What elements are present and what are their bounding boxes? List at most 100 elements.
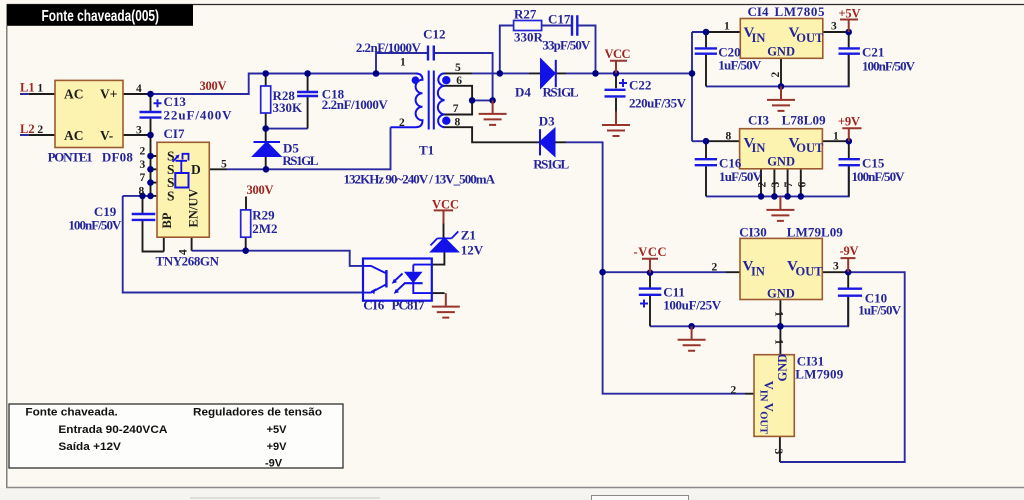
svg-text:2: 2 — [731, 385, 737, 397]
svg-text:Z1: Z1 — [461, 228, 476, 243]
svg-text:RS1GL: RS1GL — [533, 157, 569, 172]
svg-text:D: D — [191, 162, 201, 177]
svg-text:C18: C18 — [322, 87, 345, 102]
svg-text:8: 8 — [726, 131, 732, 143]
svg-text:6: 6 — [456, 75, 462, 87]
svg-text:AC: AC — [64, 87, 84, 102]
svg-text:100nF/50V: 100nF/50V — [862, 59, 916, 74]
svg-text:Saída +12V: Saída +12V — [58, 441, 121, 453]
svg-text:2: 2 — [399, 117, 405, 129]
svg-text:GND: GND — [767, 155, 795, 169]
svg-text:100nF/50V: 100nF/50V — [852, 169, 906, 184]
svg-text:RS1GL: RS1GL — [282, 153, 318, 168]
svg-text:4: 4 — [178, 249, 190, 255]
svg-text:C10: C10 — [865, 290, 887, 305]
svg-text:OUT: OUT — [796, 31, 824, 45]
svg-text:V: V — [744, 136, 755, 152]
svg-text:GND: GND — [767, 287, 795, 301]
svg-text:GND: GND — [767, 45, 795, 59]
svg-text:LM7805: LM7805 — [775, 4, 826, 19]
svg-text:2M2: 2M2 — [252, 221, 277, 236]
svg-text:3: 3 — [136, 125, 142, 137]
svg-text:EN/UV: EN/UV — [187, 189, 201, 228]
svg-text:4: 4 — [136, 83, 142, 95]
svg-text:8: 8 — [455, 116, 461, 128]
svg-text:+9V: +9V — [838, 114, 860, 128]
svg-text:Fonte chaveada(005): Fonte chaveada(005) — [42, 8, 160, 25]
svg-text:3: 3 — [772, 449, 784, 455]
svg-text:CI6: CI6 — [363, 298, 384, 313]
svg-text:2: 2 — [757, 182, 769, 188]
svg-text:RS1GL: RS1GL — [543, 85, 579, 100]
svg-text:12V: 12V — [461, 243, 484, 258]
svg-text:300V: 300V — [200, 79, 227, 93]
svg-text:3: 3 — [140, 159, 146, 171]
svg-text:-9V: -9V — [840, 244, 859, 258]
svg-text:1: 1 — [773, 311, 785, 317]
svg-text:S: S — [167, 162, 175, 177]
svg-text:CI31: CI31 — [797, 353, 824, 368]
svg-text:OUT: OUT — [758, 411, 769, 434]
svg-text:1uF/50V: 1uF/50V — [719, 169, 763, 184]
svg-text:5: 5 — [455, 62, 461, 74]
svg-text:V: V — [789, 25, 800, 41]
svg-text:2.2nF/1000V: 2.2nF/1000V — [356, 40, 422, 55]
svg-text:OUT: OUT — [796, 264, 824, 278]
svg-text:100uF/25V: 100uF/25V — [663, 298, 722, 313]
svg-text:C19: C19 — [94, 204, 117, 219]
svg-text:1: 1 — [724, 21, 730, 33]
svg-text:BP: BP — [160, 212, 174, 228]
svg-text:IN: IN — [758, 390, 769, 402]
svg-text:AC: AC — [64, 128, 84, 143]
svg-text:V: V — [744, 25, 755, 41]
svg-text:PONTE1: PONTE1 — [48, 149, 93, 164]
svg-text:Fonte chaveada.: Fonte chaveada. — [25, 407, 117, 419]
svg-text:V-: V- — [100, 128, 113, 143]
svg-text:100nF/50V: 100nF/50V — [68, 217, 122, 232]
svg-text:8: 8 — [139, 185, 145, 197]
svg-text:R27: R27 — [514, 6, 537, 21]
svg-text:Reguladores de tensão: Reguladores de tensão — [193, 407, 322, 419]
svg-text:C11: C11 — [663, 285, 685, 300]
svg-text:2: 2 — [140, 146, 146, 158]
svg-text:5: 5 — [221, 159, 227, 171]
svg-text:1uF/50V: 1uF/50V — [718, 58, 762, 73]
svg-text:T1: T1 — [419, 143, 434, 158]
svg-text:22uF/400V: 22uF/400V — [164, 108, 233, 123]
svg-text:1: 1 — [773, 339, 785, 345]
svg-text:L1: L1 — [20, 81, 35, 95]
svg-text:S: S — [167, 188, 175, 203]
svg-text:TNY268GN: TNY268GN — [156, 254, 220, 269]
svg-text:6: 6 — [797, 182, 809, 188]
svg-text:C15: C15 — [862, 156, 885, 171]
svg-text:C22: C22 — [629, 78, 651, 93]
svg-text:L2: L2 — [20, 122, 35, 136]
svg-text:Entrada 90-240VCA: Entrada 90-240VCA — [58, 424, 167, 436]
svg-text:LM7909: LM7909 — [795, 366, 844, 381]
svg-text:PC817: PC817 — [392, 298, 426, 313]
svg-text:CI30: CI30 — [739, 225, 766, 240]
svg-text:C13: C13 — [164, 94, 187, 109]
svg-text:L78L09: L78L09 — [782, 112, 827, 127]
svg-text:C17: C17 — [548, 12, 571, 27]
svg-text:CI4: CI4 — [748, 4, 769, 19]
svg-text:220uF/35V: 220uF/35V — [629, 96, 687, 111]
svg-text:300V: 300V — [247, 183, 274, 197]
svg-text:V: V — [787, 259, 798, 275]
svg-text:2.2nF/1000V: 2.2nF/1000V — [322, 97, 389, 112]
svg-text:+9V: +9V — [267, 441, 288, 453]
svg-text:3: 3 — [833, 261, 839, 273]
svg-text:C12: C12 — [423, 27, 445, 42]
svg-text:LM79L09: LM79L09 — [787, 225, 844, 240]
svg-text:7: 7 — [783, 182, 795, 188]
svg-text:+5V: +5V — [267, 424, 288, 436]
svg-text:330R: 330R — [514, 30, 544, 45]
svg-text:7: 7 — [453, 103, 459, 115]
svg-text:V: V — [743, 259, 754, 275]
svg-text:GND: GND — [776, 354, 790, 382]
svg-text:132KHz 90~240V / 13V_500mA: 132KHz 90~240V / 13V_500mA — [344, 172, 496, 187]
svg-text:S: S — [167, 175, 175, 190]
svg-text:-VCC: -VCC — [634, 245, 667, 259]
svg-text:V: V — [762, 381, 776, 390]
svg-text:S: S — [167, 149, 175, 164]
